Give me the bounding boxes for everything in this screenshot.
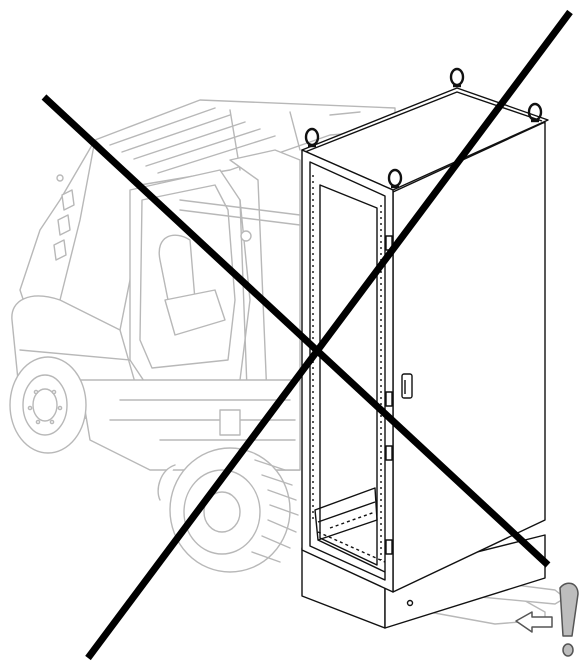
arrow-icon	[515, 611, 553, 633]
forklift	[9, 99, 566, 625]
forklift-overhead-guard	[94, 99, 396, 186]
cabinet-lifting-eyes	[304, 67, 543, 189]
cabinet-door-handle	[401, 373, 413, 399]
cabinet-door	[301, 149, 394, 593]
cabinet-side-panel	[392, 121, 546, 593]
exclamation-icon	[559, 582, 579, 657]
enclosure-cabinet	[301, 67, 549, 629]
cross-out	[41, 9, 573, 661]
cabinet-plinth	[301, 534, 546, 629]
forklift-front-wheel	[157, 447, 299, 573]
forklift-rear-wheel	[9, 356, 87, 454]
